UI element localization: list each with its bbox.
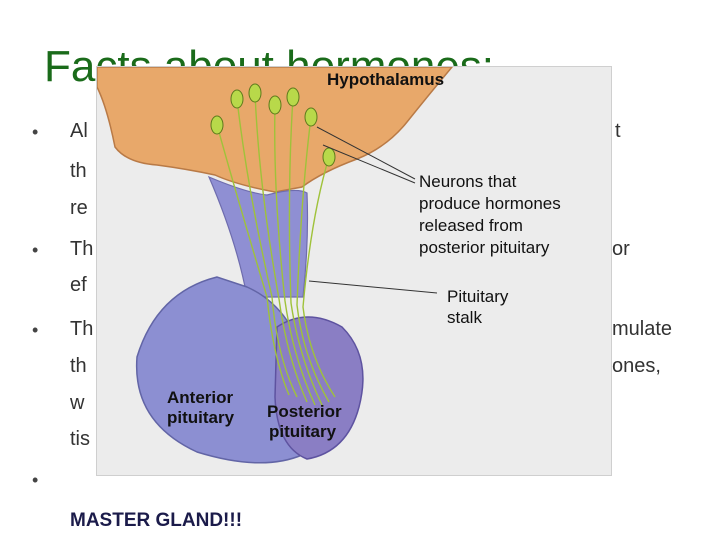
bullet-marker: • [32,240,39,260]
neurons-leader-line [316,126,416,180]
anterior-label-1: Anterior [167,388,234,407]
bullet-3-right-fragment-2: ones, [612,355,661,377]
bullet-1-line-3: re [70,197,88,219]
bullet-1-line-1: Al [70,120,88,142]
bullet-marker: • [32,320,39,340]
bullet-3-right-fragment-1: mulate [612,318,673,340]
bullet-4-line-1: MASTER GLAND!!! [70,510,243,531]
posterior-label-1: Posterior [267,402,342,421]
neurons-label-3: released from [419,216,523,235]
bullet-2-line-2: ef [70,274,87,296]
hypothalamus-label: Hypothalamus [327,70,444,89]
bullet-3-line-4: tis [70,428,90,450]
neurons-label-2: produce hormones [419,194,561,213]
neurons-label-1: Neurons that [419,172,517,191]
stalk-label-2: stalk [447,308,482,327]
bullet-1-trailing-text: t [615,120,621,142]
bullet-2-right-fragment: or [612,238,630,260]
bullet-3-line-1: Th [70,318,94,340]
stalk-label-1: Pituitary [447,287,509,306]
neurons-leader-line [322,144,416,184]
bullet-2-line-1: Th [70,238,94,260]
neuron-cell-bodies [210,83,336,167]
posterior-label-2: pituitary [269,422,337,441]
stalk-leader-line [308,280,438,294]
posterior-pituitary-shape [274,316,364,460]
bullet-3-line-3: w [70,392,85,414]
bullet-1-line-2: th [70,160,87,182]
stalk-shape [207,175,309,298]
neuron-fibers [216,92,336,406]
pituitary-illustration: Hypothalamus Neurons that produce hormon… [97,67,561,464]
pituitary-diagram: Hypothalamus Neurons that produce hormon… [96,66,612,476]
bullet-marker: • [32,470,39,490]
bullet-3-line-2: th [70,355,87,377]
bullet-marker: • [32,122,39,142]
neurons-label-4: posterior pituitary [419,238,550,257]
anterior-label-2: pituitary [167,408,235,427]
